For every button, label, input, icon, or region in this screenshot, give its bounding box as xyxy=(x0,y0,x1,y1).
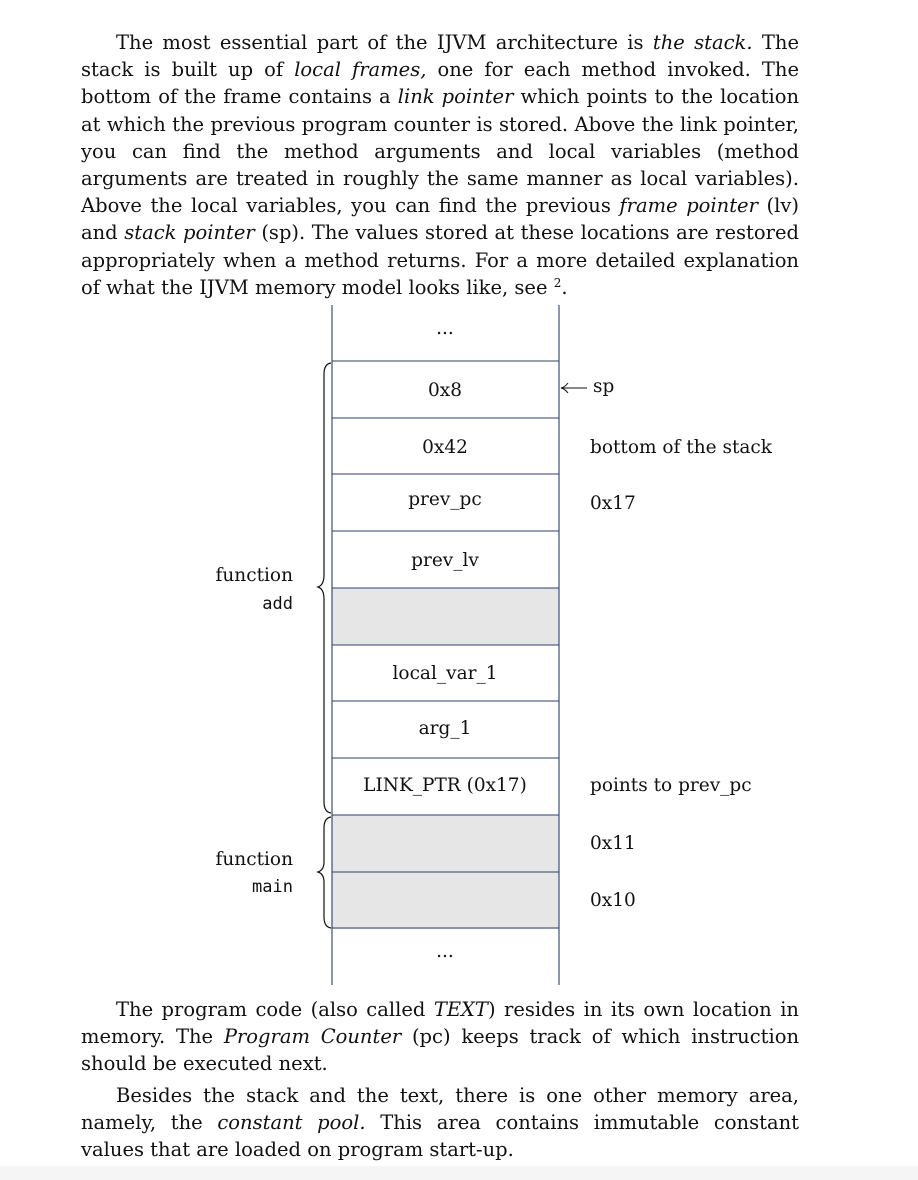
emphasis-stack-pointer: stack pointer xyxy=(124,221,255,245)
stack-cell-arg-1: arg_1 xyxy=(419,718,472,739)
stack-cell-dividers xyxy=(332,360,559,929)
text-run: (lv) and xyxy=(81,194,799,245)
text-run: one for each method invoked. The bottom … xyxy=(81,58,800,109)
group-name-main: main xyxy=(252,877,293,897)
label-bottom-of-stack: bottom of the stack xyxy=(590,437,773,458)
label-sp: sp xyxy=(593,376,614,397)
stack-cell-prev-lv: prev_lv xyxy=(411,550,479,571)
text-run: The stack is built up of xyxy=(81,31,799,82)
text-run: Besides the stack and the text, there is… xyxy=(81,1084,799,1135)
label-points-to-prev-pc: points to prev_pc xyxy=(590,775,752,796)
stack-ellipsis-top: ... xyxy=(436,318,454,339)
stack-diagram: ... ... 0x8 0x42 prev_pc prev_lv local_v… xyxy=(216,305,773,985)
text-run: This area contains immutable constant va… xyxy=(81,1111,799,1162)
group-label-function-main: function xyxy=(216,849,294,870)
emphasis-local-frames: local frames, xyxy=(294,58,427,82)
emphasis-program-counter: Program Counter xyxy=(223,1025,402,1049)
stack-cell-shaded xyxy=(332,815,559,872)
left-arrow-icon xyxy=(560,382,587,394)
emphasis-text: TEXT xyxy=(433,998,488,1021)
stack-ellipsis-bottom: ... xyxy=(436,941,454,962)
emphasis-the-stack: the stack. xyxy=(652,31,753,54)
paragraph-program-code: The program code (also called TEXT) resi… xyxy=(81,996,799,1078)
group-label-function-add: function xyxy=(216,565,294,586)
label-address-0x10: 0x10 xyxy=(590,890,636,911)
text-run: (sp). The values stored at these locatio… xyxy=(81,221,799,299)
label-address-0x11: 0x11 xyxy=(590,833,636,854)
text-run: The most essential part of the IJVM arch… xyxy=(116,31,653,54)
emphasis-frame-pointer: frame pointer xyxy=(619,194,758,218)
text-run: (pc) keeps track of which instruction sh… xyxy=(81,1025,800,1076)
page-bottom-edge xyxy=(0,1166,918,1180)
emphasis-link-pointer: link pointer xyxy=(397,85,514,109)
stack-cell-shaded xyxy=(332,588,559,645)
text-run: The program code (also called xyxy=(116,998,434,1021)
stack-cell-link-ptr: LINK_PTR (0x17) xyxy=(363,775,527,796)
stack-cell-local-var-1: local_var_1 xyxy=(393,663,498,684)
stack-cell-0x42: 0x42 xyxy=(422,437,468,458)
stack-cell-shaded xyxy=(332,872,559,929)
text-run: ) resides in its own location in memory.… xyxy=(81,998,799,1049)
paragraph-stack-intro: The most essential part of the IJVM arch… xyxy=(81,29,799,301)
paragraph-constant-pool: Besides the stack and the text, there is… xyxy=(81,1082,799,1164)
text-run: . xyxy=(561,275,568,299)
group-name-add: add xyxy=(262,594,293,614)
footnote-marker[interactable]: 2 xyxy=(553,275,562,290)
brace-function-main xyxy=(316,816,332,929)
brace-function-add xyxy=(316,362,332,814)
text-run: which points to the location at which th… xyxy=(81,85,800,218)
emphasis-constant-pool: constant pool. xyxy=(217,1111,366,1135)
label-address-0x17: 0x17 xyxy=(590,493,636,514)
stack-cell-0x8: 0x8 xyxy=(428,380,462,401)
stack-cell-prev-pc: prev_pc xyxy=(408,489,482,510)
